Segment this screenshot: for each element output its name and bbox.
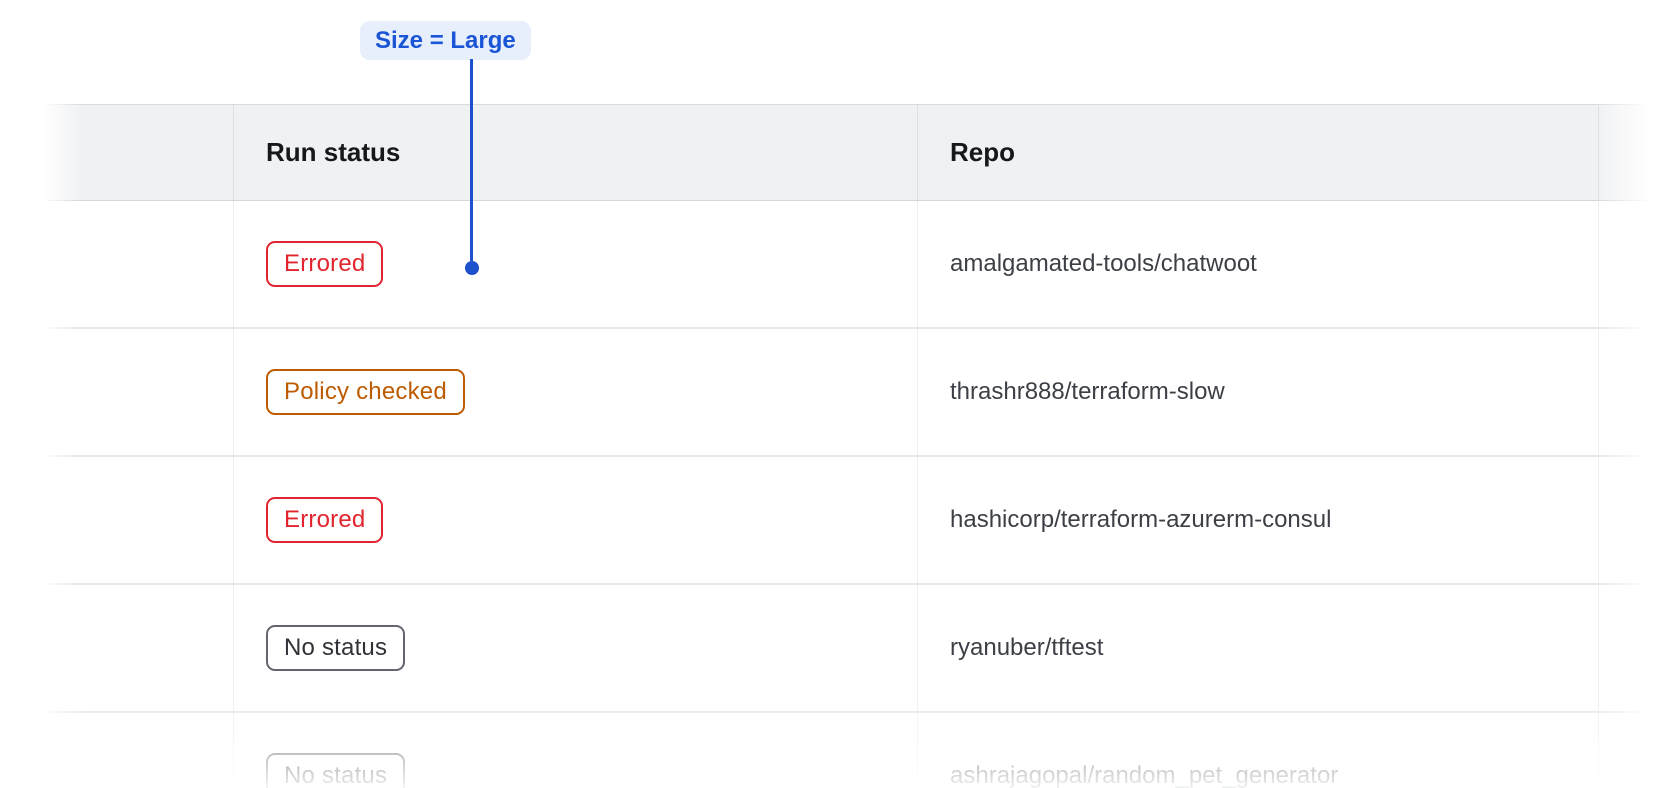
run-status-badge: Errored <box>266 497 384 543</box>
row-cell-empty <box>42 713 233 788</box>
run-status-badge: Errored <box>266 241 384 287</box>
callout-line-icon <box>470 59 473 261</box>
header-cell-repo: Repo <box>917 105 1598 200</box>
repo-name: ashrajagopal/random_pet_generator <box>950 762 1339 788</box>
run-status-badge: No status <box>266 625 406 671</box>
table-body: Errored amalgamated-tools/chatwoot Polic… <box>42 201 1672 788</box>
row-cell-run-status: Errored <box>233 201 917 327</box>
run-status-badge: No status <box>266 753 406 788</box>
table-row[interactable]: No status ryanuber/tftest <box>42 585 1672 713</box>
size-callout-pill: Size = Large <box>360 21 531 60</box>
row-cell-trailing <box>1598 457 1672 583</box>
row-cell-repo: ryanuber/tftest <box>917 585 1598 711</box>
repo-name: amalgamated-tools/chatwoot <box>950 250 1257 277</box>
workspace-table: Run status Repo Errored amalgamated-tool… <box>42 104 1672 788</box>
row-cell-repo: thrashr888/terraform-slow <box>917 329 1598 455</box>
row-cell-empty <box>42 329 233 455</box>
repo-name: ryanuber/tftest <box>950 634 1104 661</box>
table-row[interactable]: Policy checked thrashr888/terraform-slow <box>42 329 1672 457</box>
row-cell-trailing <box>1598 201 1672 327</box>
header-cell-run-status: Run status <box>233 105 917 200</box>
row-cell-empty <box>42 457 233 583</box>
row-cell-empty <box>42 201 233 327</box>
table-header-row: Run status Repo <box>42 104 1672 201</box>
callout-dot-icon <box>465 261 479 275</box>
run-status-badge: Policy checked <box>266 369 465 415</box>
row-cell-trailing <box>1598 713 1672 788</box>
repo-name: thrashr888/terraform-slow <box>950 378 1225 405</box>
row-cell-run-status: Policy checked <box>233 329 917 455</box>
table-row[interactable]: No status ashrajagopal/random_pet_genera… <box>42 713 1672 788</box>
repo-name: hashicorp/terraform-azurerm-consul <box>950 506 1332 533</box>
row-cell-run-status: Errored <box>233 457 917 583</box>
table-row[interactable]: Errored hashicorp/terraform-azurerm-cons… <box>42 457 1672 585</box>
row-cell-repo: hashicorp/terraform-azurerm-consul <box>917 457 1598 583</box>
row-cell-run-status: No status <box>233 713 917 788</box>
row-cell-run-status: No status <box>233 585 917 711</box>
row-cell-empty <box>42 585 233 711</box>
header-cell-trailing <box>1598 105 1672 200</box>
row-cell-repo: ashrajagopal/random_pet_generator <box>917 713 1598 788</box>
row-cell-trailing <box>1598 585 1672 711</box>
row-cell-trailing <box>1598 329 1672 455</box>
row-cell-repo: amalgamated-tools/chatwoot <box>917 201 1598 327</box>
header-cell-empty <box>42 105 233 200</box>
table-row[interactable]: Errored amalgamated-tools/chatwoot <box>42 201 1672 329</box>
